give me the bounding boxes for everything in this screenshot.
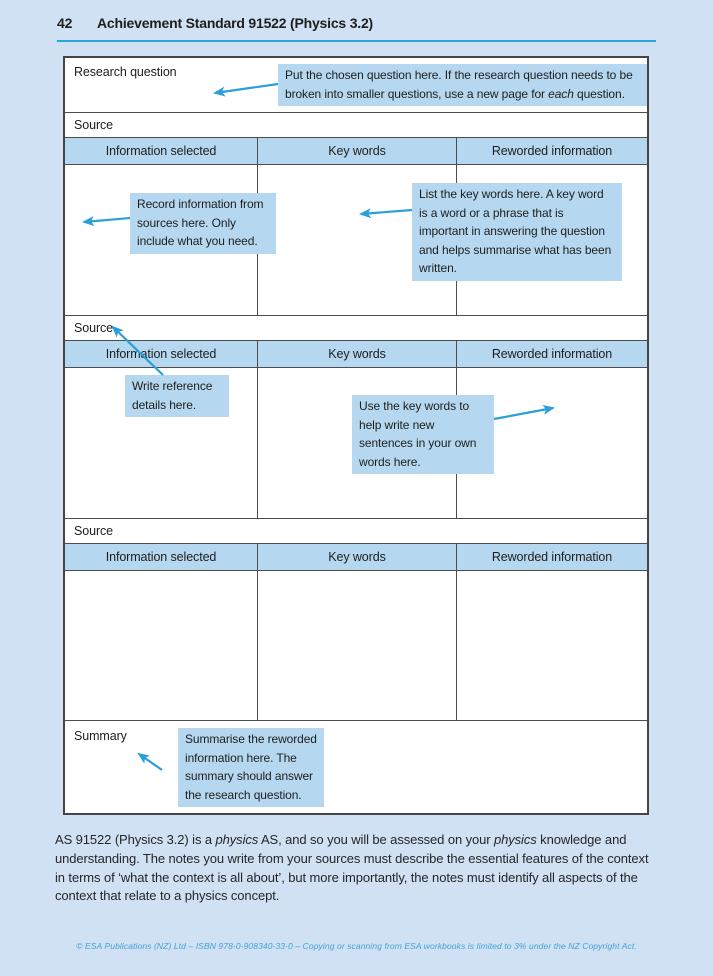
research-question-row: Research question	[65, 58, 647, 112]
source-row-3: Source	[65, 518, 647, 543]
page-number: 42	[57, 15, 73, 31]
column-header-information-selected: Information selected	[65, 138, 258, 164]
table-body-row-3	[65, 570, 647, 720]
callout-reworded-sentences: Use the key words to help write new sent…	[352, 395, 494, 474]
column-header-information-selected: Information selected	[65, 544, 258, 570]
cell-information-selected	[65, 368, 258, 518]
page-title: Achievement Standard 91522 (Physics 3.2)	[97, 15, 374, 31]
callout-text: question.	[573, 86, 625, 101]
cell-reworded-information	[457, 571, 647, 720]
worksheet-box: Research question Source Information sel…	[63, 56, 649, 815]
note-text-emphasis: physics	[215, 832, 259, 847]
column-header-key-words: Key words	[258, 138, 457, 164]
callout-summary: Summarise the reworded information here.…	[178, 728, 324, 807]
cell-information-selected	[65, 571, 258, 720]
note-text: knowledge and understanding. The notes y…	[55, 832, 649, 904]
summary-label: Summary	[74, 729, 127, 743]
summary-row: Summary	[65, 720, 647, 813]
source-label: Source	[74, 321, 114, 335]
column-header-key-words: Key words	[258, 341, 457, 367]
cell-key-words	[258, 571, 457, 720]
column-header-information-selected: Information selected	[65, 341, 258, 367]
note-text: AS 91522 (Physics 3.2) is a	[55, 832, 216, 847]
column-header-reworded-information: Reworded information	[491, 550, 613, 564]
column-header-reworded-information: Reworded information	[491, 144, 613, 158]
callout-reference-details: Write reference details here.	[125, 375, 229, 417]
column-header-reworded-information: Reworded information	[491, 347, 613, 361]
header-rule	[57, 40, 656, 42]
source-label: Source	[74, 524, 114, 538]
source-row-1: Source	[65, 112, 647, 137]
copyright-footer: © ESA Publications (NZ) Ltd – ISBN 978-0…	[76, 941, 637, 951]
table-header-row-3: Information selected Key words Reworded …	[65, 543, 647, 570]
table-header-row-1: Information selected Key words Reworded …	[65, 137, 647, 164]
callout-text-emphasis: each	[548, 86, 574, 101]
note-text: AS, and so you will be assessed on your	[258, 832, 494, 847]
worksheet-rows: Research question Source Information sel…	[65, 58, 647, 813]
callout-record-information: Record information from sources here. On…	[130, 193, 276, 254]
page-header: 42 Achievement Standard 91522 (Physics 3.…	[57, 15, 656, 33]
callout-research-question: Put the chosen question here. If the res…	[278, 64, 647, 106]
table-header-row-2: Information selected Key words Reworded …	[65, 340, 647, 367]
research-question-label: Research question	[74, 65, 177, 79]
source-row-2: Source	[65, 315, 647, 340]
source-label: Source	[74, 118, 114, 132]
callout-text: Put the chosen question here. If the res…	[285, 68, 633, 101]
note-text-emphasis: physics	[494, 832, 537, 847]
callout-key-words: List the key words here. A key word is a…	[412, 183, 622, 281]
assessment-note: AS 91522 (Physics 3.2) is a physics AS, …	[55, 831, 661, 906]
column-header-key-words: Key words	[258, 544, 457, 570]
